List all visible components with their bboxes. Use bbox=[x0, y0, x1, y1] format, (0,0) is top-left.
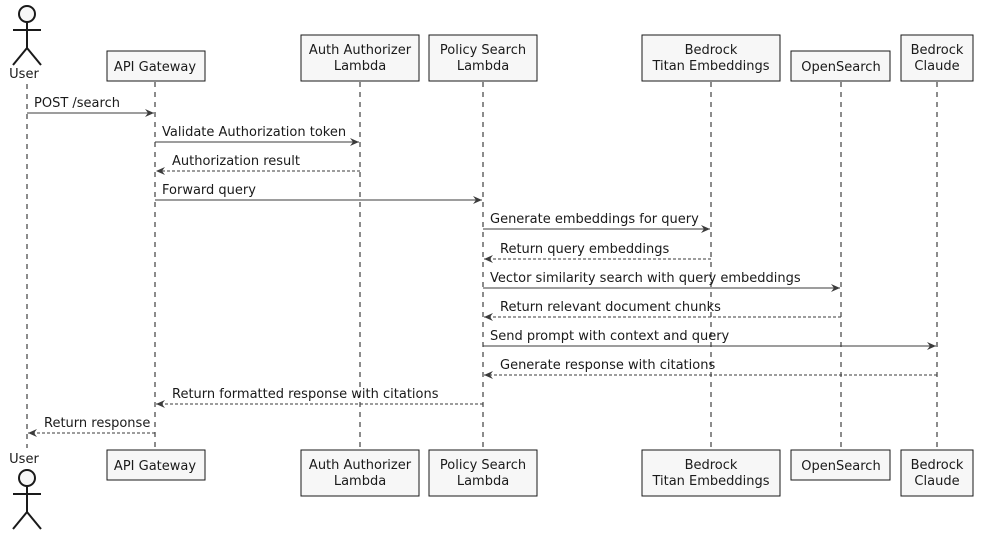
actor-label: User bbox=[9, 452, 39, 467]
participant-label: Auth Authorizer bbox=[309, 43, 412, 58]
participant-box bbox=[641, 34, 781, 82]
participant-label: API Gateway bbox=[114, 459, 196, 474]
user-actor-bottom: User bbox=[9, 452, 42, 530]
message-label: Return formatted response with citations bbox=[172, 387, 439, 402]
participant-box bbox=[790, 50, 891, 82]
message-4: Forward query bbox=[155, 183, 482, 204]
participant-gw-bottom: API Gateway bbox=[106, 449, 206, 481]
participant-box bbox=[428, 449, 538, 497]
message-2: Validate Authorization token bbox=[155, 125, 359, 146]
participant-os-bottom: OpenSearch bbox=[790, 449, 891, 481]
participant-label: Bedrock bbox=[911, 43, 964, 58]
message-label: Vector similarity search with query embe… bbox=[490, 271, 801, 286]
message-9: Send prompt with context and query bbox=[483, 329, 936, 350]
participant-box bbox=[106, 449, 206, 481]
participant-label: Policy Search bbox=[440, 43, 526, 58]
message-8: Return relevant document chunks bbox=[484, 300, 841, 321]
participant-box bbox=[428, 34, 538, 82]
participant-label: Lambda bbox=[457, 59, 509, 74]
participant-box bbox=[106, 50, 206, 82]
participant-label: OpenSearch bbox=[801, 60, 880, 75]
message-label: Return response bbox=[44, 416, 150, 431]
participant-label: Auth Authorizer bbox=[309, 458, 412, 473]
message-3: Authorization result bbox=[156, 154, 360, 175]
participant-label: Lambda bbox=[457, 474, 509, 489]
message-label: Generate response with citations bbox=[500, 358, 715, 373]
participant-label: Titan Embeddings bbox=[651, 474, 769, 489]
participant-label: Bedrock bbox=[685, 458, 738, 473]
message-6: Return query embeddings bbox=[484, 242, 711, 263]
participant-label: Bedrock bbox=[911, 458, 964, 473]
participant-label: OpenSearch bbox=[801, 459, 880, 474]
message-7: Vector similarity search with query embe… bbox=[483, 271, 840, 292]
participant-box bbox=[300, 34, 420, 82]
message-11: Return formatted response with citations bbox=[156, 387, 483, 408]
message-label: Return query embeddings bbox=[500, 242, 669, 257]
stick-figure-icon bbox=[12, 469, 42, 530]
participant-label: Titan Embeddings bbox=[651, 59, 769, 74]
message-5: Generate embeddings for query bbox=[483, 212, 710, 233]
participant-box bbox=[900, 449, 974, 497]
message-12: Return response bbox=[28, 416, 155, 437]
participant-box bbox=[300, 449, 420, 497]
participant-label: Lambda bbox=[334, 59, 386, 74]
participant-gw-top: API Gateway bbox=[106, 50, 206, 82]
participant-label: Lambda bbox=[334, 474, 386, 489]
stick-figure-icon bbox=[12, 5, 42, 66]
participant-os-top: OpenSearch bbox=[790, 50, 891, 82]
message-label: Forward query bbox=[162, 183, 256, 198]
message-label: Return relevant document chunks bbox=[500, 300, 721, 315]
participant-label: Claude bbox=[914, 59, 959, 74]
participant-box bbox=[641, 449, 781, 497]
participant-box bbox=[790, 449, 891, 481]
participant-label: Bedrock bbox=[685, 43, 738, 58]
user-actor-top: User bbox=[9, 5, 42, 82]
participant-box bbox=[900, 34, 974, 82]
actor-label: User bbox=[9, 67, 39, 82]
lifelines bbox=[26, 82, 938, 449]
message-label: Validate Authorization token bbox=[162, 125, 346, 140]
message-label: Send prompt with context and query bbox=[490, 329, 730, 344]
message-10: Generate response with citations bbox=[484, 358, 937, 379]
message-label: Generate embeddings for query bbox=[490, 212, 699, 227]
message-label: POST /search bbox=[34, 96, 120, 111]
participant-label: API Gateway bbox=[114, 60, 196, 75]
message-label: Authorization result bbox=[172, 154, 300, 169]
message-1: POST /search bbox=[27, 96, 154, 117]
participant-label: Claude bbox=[914, 474, 959, 489]
participant-label: Policy Search bbox=[440, 458, 526, 473]
